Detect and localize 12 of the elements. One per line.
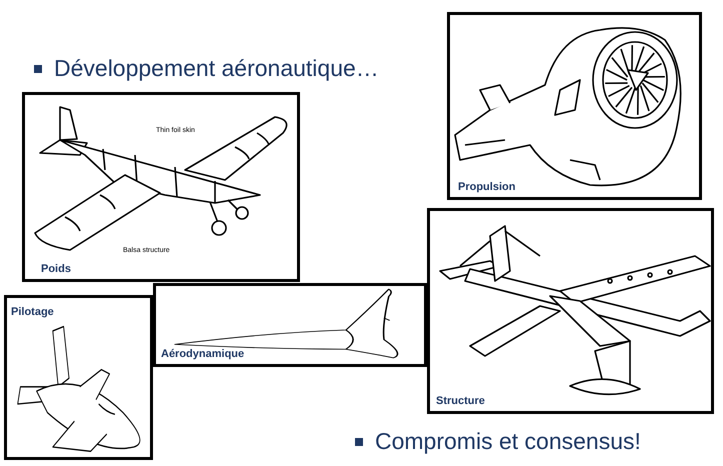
image-panel bbox=[447, 12, 702, 200]
bullet-text: Compromis et consensus! bbox=[375, 428, 641, 455]
panel-label: Poids bbox=[41, 263, 71, 275]
panel-label: Structure bbox=[436, 395, 485, 407]
image-panel bbox=[153, 283, 427, 367]
panel-label: Aérodynamique bbox=[161, 348, 244, 360]
image-panel bbox=[22, 92, 300, 282]
heading: Développement aéronautique… bbox=[54, 55, 379, 82]
panel-label: Pilotage bbox=[11, 306, 54, 318]
image-panel bbox=[427, 208, 714, 414]
image-panel bbox=[4, 295, 153, 460]
panel-label: Propulsion bbox=[458, 181, 516, 193]
